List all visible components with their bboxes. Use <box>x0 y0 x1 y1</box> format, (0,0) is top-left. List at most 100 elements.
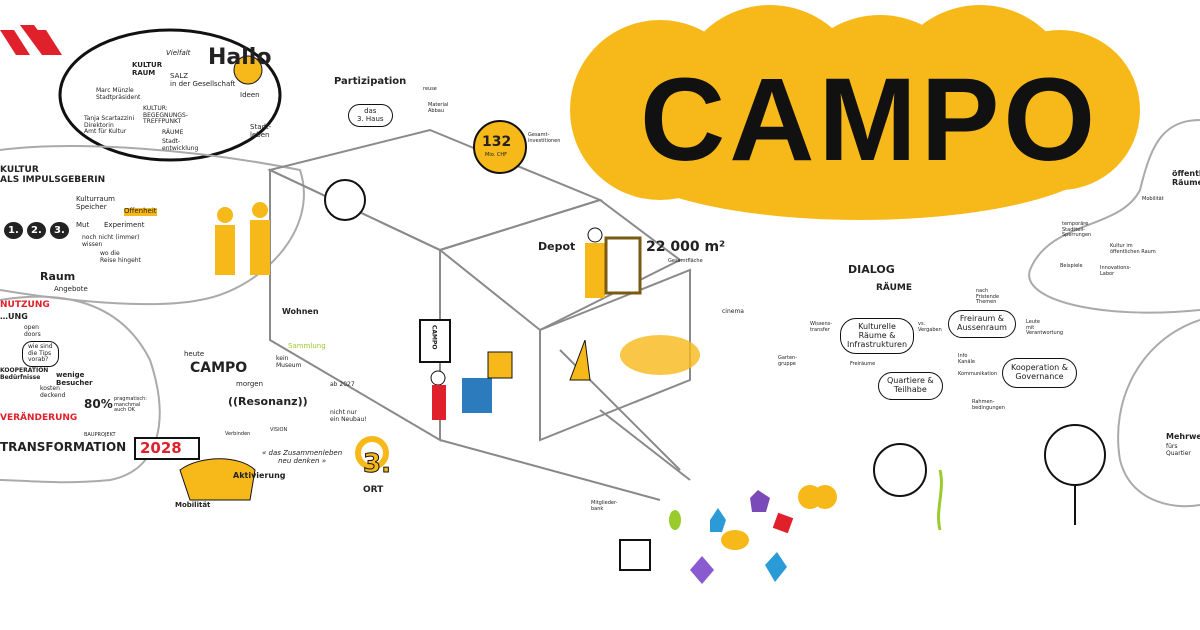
logo-stripes <box>0 25 62 55</box>
open-doors: open doors <box>24 324 41 338</box>
budget-unit: Mio. CHF <box>485 152 507 158</box>
mut: Mut <box>76 221 90 229</box>
salz: SALZ in der Gesellschaft <box>170 72 236 88</box>
begegnung: KULTUR: BEGEGNUNGS- TREFFPUNKT <box>143 105 188 126</box>
trees <box>873 424 1106 531</box>
neubau: nicht nur ein Neubau! <box>330 409 367 423</box>
kosten: kosten deckend <box>40 385 66 399</box>
nutzung-sub: …UNG <box>0 312 28 321</box>
kein-museum: kein Museum <box>276 355 302 369</box>
hallo-heading: Hallo <box>208 45 272 70</box>
bank: Mitglieder- bank <box>591 500 618 512</box>
speaker-1: Marc Münzle Stadtpräsident <box>96 87 141 101</box>
cloud-kooperation: Kooperation & Governance <box>1002 358 1077 388</box>
speaker-2: Tanja Scartazzini Direktorin Amt für Kul… <box>84 115 135 136</box>
transformation: TRANSFORMATION <box>0 440 127 454</box>
angebote: Angebote <box>54 285 88 293</box>
campo-small: CAMPO <box>190 360 248 376</box>
veraenderung: VERÄNDERUNG <box>0 413 78 423</box>
zusammenleben: « das Zusammenleben neu denken » <box>262 449 343 465</box>
kultur-oeffentlich: Kultur im öffentlichen Raum <box>1110 243 1156 255</box>
sammlung: Sammlung <box>288 342 326 350</box>
campo-blob <box>570 5 1140 220</box>
aktivierung: Aktivierung <box>233 471 286 480</box>
kulturraum: Kulturraum Speicher <box>76 195 115 211</box>
nutzung-heading: NUTZUNG <box>0 300 50 310</box>
kommunikation: Kommunikation <box>958 371 998 377</box>
cloud-freiraum: Freiraum & Aussenraum <box>948 310 1016 338</box>
campo-sign <box>419 319 451 363</box>
info-kanaele: Info Kanäle <box>958 353 975 365</box>
wohnen: Wohnen <box>282 307 319 316</box>
region-outline <box>0 295 161 484</box>
impuls-heading: KULTUR ALS IMPULSGEBERIN <box>0 165 106 185</box>
quartier: fürs Quartier <box>1166 443 1191 457</box>
ideen: Ideen <box>240 91 260 99</box>
percent: 80% <box>84 397 113 411</box>
drittes-haus-cloud: das 3. Haus <box>348 104 393 128</box>
dialog-heading: DIALOG <box>848 263 895 276</box>
people-figures <box>179 55 700 571</box>
step-2: 2. <box>27 222 46 239</box>
year-arrow: 2028 <box>134 437 200 460</box>
area-label: Gesamtfläche <box>668 258 703 264</box>
stadtleben: Stadt- leben <box>250 123 272 139</box>
experiment: Experiment <box>104 221 145 229</box>
freiraeume: Freiräume <box>850 361 876 367</box>
region-outline <box>0 145 305 306</box>
wissenstransfer: Wissens- transfer <box>810 321 833 333</box>
rahmen: Rahmen- bedingungen <box>972 399 1005 411</box>
fristende: nach Fristende Themen <box>976 288 1000 305</box>
wenige-besucher: wenige Besucher <box>56 371 93 387</box>
step-1: 1. <box>4 222 23 239</box>
innovations-labor: Innovations- Labor <box>1100 265 1131 277</box>
region-outline <box>1028 119 1200 314</box>
garten: Garten- gruppe <box>778 355 798 367</box>
verbinden: Verbinden <box>225 431 251 437</box>
budget: 132 <box>482 134 512 150</box>
cloud-kulturelle-raeume: Kulturelle Räume & Infrastrukturen <box>840 318 915 355</box>
ab-2027: ab 2027 <box>330 381 355 388</box>
material: Material Abbau <box>428 102 449 114</box>
ort-number: 3. <box>363 449 392 479</box>
nicht-wissen: noch nicht (immer) wissen <box>82 234 140 248</box>
stadtentwicklung: Stadt- entwicklung <box>162 138 199 152</box>
region-outline <box>1117 319 1200 508</box>
decorative-shapes <box>669 485 837 584</box>
main-title: CAMPO <box>640 54 1100 186</box>
budget-label: Gesamt- investitionen <box>528 132 561 144</box>
raeume: RÄUME <box>162 129 184 136</box>
pragmatisch: pragmatisch: manchmal auch OK <box>114 396 147 413</box>
reuse: reuse <box>423 86 437 92</box>
raum: Raum <box>40 270 76 283</box>
heute: heute <box>184 350 205 358</box>
vergaben: vs. Vergaben <box>918 321 942 333</box>
depot: Depot <box>538 240 576 253</box>
morgen: morgen <box>236 380 264 388</box>
partizipation: Partizipation <box>334 76 407 87</box>
cinema: cinema <box>722 308 744 315</box>
mobilitaet: Mobilität <box>175 501 211 509</box>
step-3: 3. <box>50 222 69 239</box>
intro-bubble <box>58 28 282 162</box>
vielfalt: Vielfalt <box>166 49 191 57</box>
beispiele: Beispiele <box>1060 263 1083 269</box>
area: 22 000 m² <box>646 239 726 255</box>
oeffentliche-raeume: öffentliche Räume <box>1172 169 1200 187</box>
leute: Leute mit Verantwortung <box>1026 319 1064 336</box>
sperrungen: temporäre Stadtteil- Sperrungen <box>1062 221 1092 238</box>
resonanz: ((Resonanz)) <box>228 395 308 408</box>
cloud-quartiere: Quartiere & Teilhabe <box>878 372 943 400</box>
right-mobilitaet: Mobilität <box>1142 196 1164 202</box>
tips-bubble: wie sind die Tips vorab? <box>22 341 59 367</box>
ort: ORT <box>363 485 384 495</box>
kultur-raum: KULTUR RAUM <box>132 61 163 77</box>
offenheit: Offenheit <box>124 207 157 216</box>
campo-sign-label: CAMPO <box>430 325 438 350</box>
dialog-raeume: RÄUME <box>876 283 913 293</box>
bauprojekt: BAUPROJEKT <box>84 432 116 438</box>
vision-label: VISION <box>270 427 288 433</box>
kooperation: KOOPERATION Bedürfnisse <box>0 367 49 381</box>
reise: wo die Reise hingeht <box>100 250 141 264</box>
